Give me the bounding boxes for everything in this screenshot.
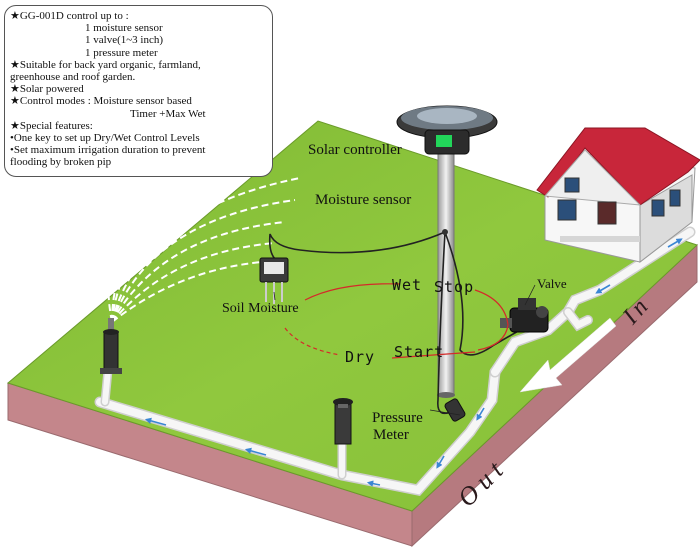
flow-arrows [144, 238, 683, 487]
model-item: 1 pressure meter [85, 46, 158, 59]
model-line: ★GG-001D control up to : [10, 10, 129, 22]
special-title: ★Special features: [10, 119, 93, 132]
moisture-sensor-label: Moisture sensor [315, 192, 412, 208]
pressure-label: Pressure [372, 410, 423, 426]
valve-label: Valve [537, 276, 567, 291]
model-item: 1 valve(1~3 inch) [85, 34, 164, 47]
feature-info-box: ★GG-001D control up to : 1 moisture sens… [4, 5, 273, 177]
wet-label: Wet [392, 276, 423, 294]
stop-label: Stop [434, 278, 475, 296]
start-label: Start [394, 343, 445, 361]
soil-moisture-label: Soil Moisture [222, 301, 299, 316]
sprinkler-spray [107, 169, 301, 323]
model-item: 1 moisture sensor [85, 22, 163, 35]
suitable-line: ★Suitable for back yard organic, farmlan… [10, 58, 201, 71]
special-item: •Set maximum irrigation duration to prev… [10, 144, 206, 157]
grass-field [6, 120, 698, 512]
control-modes-cont: Timer +Max Wet [130, 107, 206, 120]
soil-moisture-curve [284, 283, 509, 359]
special-item: •One key to set up Dry/Wet Control Level… [10, 132, 200, 145]
leader-lines [273, 284, 536, 416]
in-arrow-icon [519, 317, 617, 393]
meter-label: Meter [373, 427, 409, 443]
suitable-line: greenhouse and roof garden. [10, 71, 136, 84]
moisture-sensor-icon [259, 257, 289, 304]
valve-icon [500, 298, 549, 333]
sprinkler-head-icon [100, 318, 122, 374]
solar-controller-label: Solar controller [308, 142, 402, 158]
control-modes-line: ★Control modes : Moisture sensor based [10, 95, 192, 108]
house-icon [536, 127, 700, 264]
special-item: flooding by broken pip [10, 156, 112, 169]
solar-line: ★Solar powered [10, 83, 84, 96]
pipe-network [94, 226, 696, 497]
solar-controller-icon [396, 105, 498, 398]
dry-label: Dry [345, 348, 376, 366]
sprinkler-head-2-icon [333, 398, 353, 445]
